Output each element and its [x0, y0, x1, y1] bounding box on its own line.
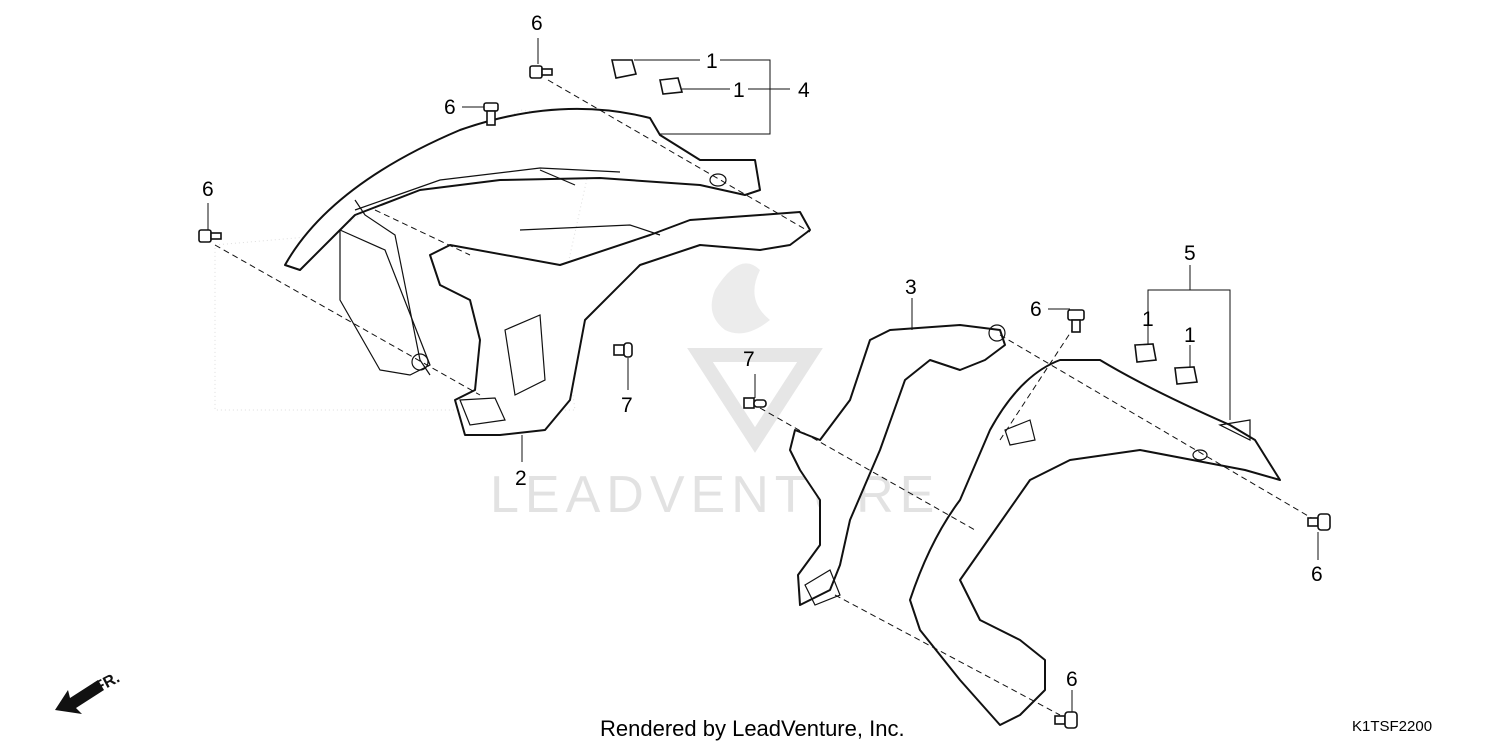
bolt-icon [483, 102, 499, 126]
callout-6: 6 [531, 12, 543, 35]
fastener-lines [214, 79, 1316, 716]
callout-6: 6 [1311, 563, 1323, 586]
callout-1: 1 [1142, 308, 1154, 331]
left-upper-cover [284, 107, 761, 271]
right-outer-cover [909, 359, 1281, 726]
callout-5: 5 [1184, 242, 1196, 265]
clip-icon [613, 342, 633, 358]
right-inner-panel [789, 324, 1006, 606]
diagram-code: K1TSF2200 [1352, 718, 1433, 735]
callout-7: 7 [621, 394, 633, 417]
callout-6: 6 [444, 96, 456, 119]
callout-1: 1 [1184, 324, 1196, 347]
callout-6: 6 [1066, 668, 1078, 691]
callouts: 6 6 6 7 7 2 1 1 4 3 6 5 1 1 6 6 [202, 12, 1323, 691]
bolts [198, 65, 1331, 729]
callout-3: 3 [905, 276, 917, 299]
bolt-icon [1054, 711, 1078, 729]
bolt-icon [1067, 309, 1085, 333]
callout-1: 1 [706, 50, 718, 73]
watermark-text: LEADVENTURE [490, 466, 940, 524]
bolt-icon [529, 65, 553, 79]
callout-4: 4 [798, 79, 810, 102]
pads [611, 59, 1198, 385]
callout-1: 1 [733, 79, 745, 102]
callout-2: 2 [515, 467, 527, 490]
credit-text: Rendered by LeadVenture, Inc. [600, 716, 905, 741]
left-inner-panel [339, 199, 811, 436]
front-arrow-icon: FR. [55, 669, 123, 714]
callout-7: 7 [743, 348, 755, 371]
bolt-icon [1307, 513, 1331, 531]
clip-icon [743, 397, 767, 409]
callout-6: 6 [1030, 298, 1042, 321]
leader-lines [207, 38, 1319, 712]
bolt-icon [198, 229, 222, 243]
callout-6: 6 [202, 178, 214, 201]
